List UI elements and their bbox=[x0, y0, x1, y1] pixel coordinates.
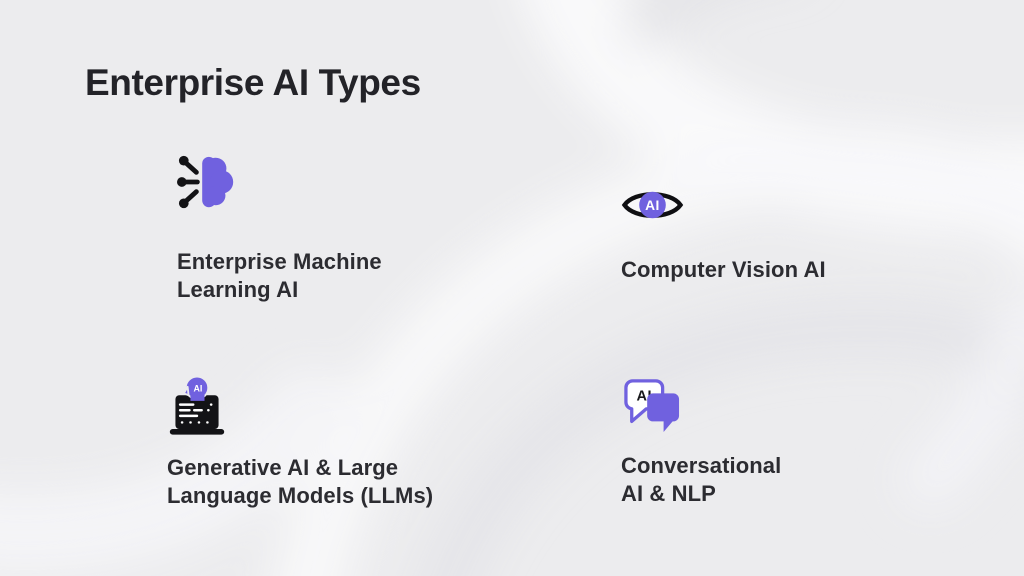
eye-ai-icon: AI bbox=[621, 186, 826, 229]
eye-ai-icon-svg: AI bbox=[621, 191, 684, 219]
circuit-nodes bbox=[177, 155, 200, 209]
ai-type-label: Generative AI & Large Language Models (L… bbox=[167, 454, 433, 510]
ai-type-label: Computer Vision AI bbox=[621, 256, 826, 284]
ai-type-label: Enterprise Machine Learning AI bbox=[177, 248, 382, 304]
label-line-1: Generative AI & Large bbox=[167, 455, 399, 480]
label-line-2: AI & NLP bbox=[621, 481, 716, 506]
ai-type-card-generative-llm: AI Generative AI & Large Language bbox=[167, 375, 433, 510]
chat-bubbles-ai-icon-svg: AI bbox=[624, 379, 680, 433]
label-line-1: Conversational bbox=[621, 453, 782, 478]
ai-type-card-enterprise-ml: Enterprise Machine Learning AI bbox=[177, 151, 382, 304]
ai-badge-text: AI bbox=[645, 198, 660, 213]
laptop-screen-lines bbox=[178, 403, 213, 424]
machine-learning-brain-icon-svg bbox=[177, 155, 234, 209]
chat-bubble-outlined bbox=[624, 379, 665, 424]
ai-badge-text: AI bbox=[193, 384, 202, 394]
ai-type-card-computer-vision: AI Computer Vision AI bbox=[621, 186, 826, 284]
ai-type-card-conversational-nlp: AI Conversational AI & NLP bbox=[621, 377, 781, 508]
label-line-2: Language Models (LLMs) bbox=[167, 483, 434, 508]
ai-type-label: Conversational AI & NLP bbox=[621, 452, 781, 508]
label-line-1: Enterprise Machine bbox=[177, 249, 382, 274]
ai-head-shape: AI bbox=[182, 375, 210, 401]
brain-half-shape bbox=[202, 156, 234, 208]
page-title: Enterprise AI Types bbox=[85, 62, 421, 103]
chat-bubbles-ai-icon: AI bbox=[621, 377, 781, 438]
label-line-1: Computer Vision AI bbox=[621, 257, 826, 282]
laptop-ai-head-icon: AI bbox=[167, 375, 433, 443]
eye-outline bbox=[621, 192, 684, 218]
eye-pupil bbox=[639, 191, 666, 219]
label-line-2: Learning AI bbox=[177, 277, 299, 302]
laptop-ai-head-icon-svg: AI bbox=[169, 375, 225, 435]
chat-bubble-solid bbox=[647, 393, 680, 433]
machine-learning-brain-icon bbox=[177, 151, 382, 218]
